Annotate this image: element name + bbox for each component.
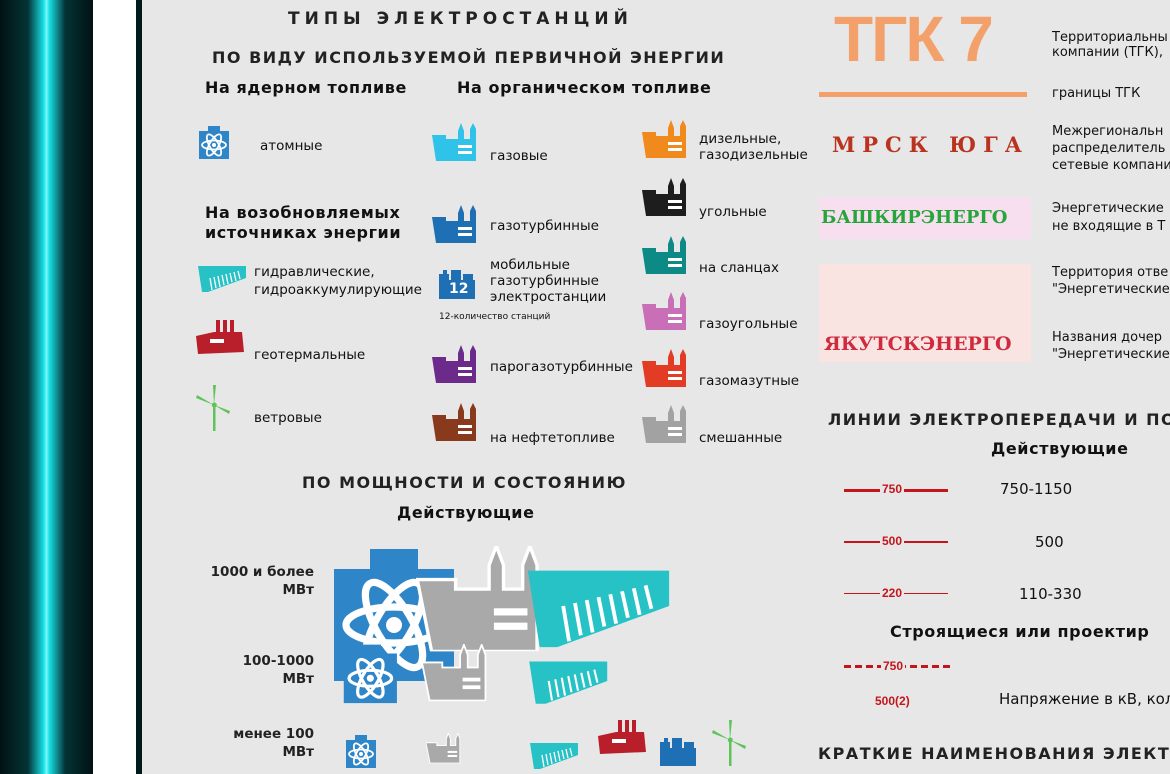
cyan-glow-strip bbox=[0, 0, 93, 774]
diesel-label-1: дизельные, bbox=[699, 131, 782, 147]
mobile-count: 12 bbox=[449, 281, 469, 297]
yak-desc-2: "Энергетические bbox=[1052, 347, 1170, 362]
line-220-range: 110-330 bbox=[1019, 585, 1082, 603]
yak-desc-1: Названия дочер bbox=[1052, 330, 1163, 345]
mobile-label-2: газотурбинные bbox=[490, 273, 599, 289]
mobile-note: 12-количество станций bbox=[439, 312, 551, 322]
coal-label: угольные bbox=[699, 204, 767, 220]
wind-label: ветровые bbox=[254, 410, 322, 426]
tgk-logo: ТГК 7 bbox=[834, 3, 994, 75]
gas-fuel-oil-label: газомазутные bbox=[699, 373, 800, 389]
legend-title: ТИПЫ ЭЛЕКТРОСТАНЦИЙ bbox=[288, 9, 633, 29]
bash-desc-1: Энергетические bbox=[1052, 201, 1164, 216]
nuclear-heading: На ядерном топливе bbox=[205, 78, 407, 97]
by-power-heading: ПО МОЩНОСТИ И СОСТОЯНИЮ bbox=[302, 473, 627, 492]
geothermal-label: геотермальные bbox=[254, 347, 366, 363]
gas-turbine-label: газотурбинные bbox=[490, 218, 599, 234]
territory-swatch bbox=[819, 264, 1031, 362]
mobile-label-1: мобильные bbox=[490, 257, 570, 273]
diesel-label-2: газодизельные bbox=[699, 147, 808, 163]
gas-label: газовые bbox=[490, 148, 548, 164]
tgk-desc-2: компании (ТГК), bbox=[1052, 45, 1163, 60]
line-500-2-label: 500(2) bbox=[875, 694, 910, 708]
shale-label: на сланцах bbox=[699, 260, 779, 276]
line-750-label: 750 bbox=[880, 482, 905, 496]
line-750-range: 750-1150 bbox=[1000, 480, 1073, 498]
hydro-label-2: гидроаккумулирующие bbox=[254, 282, 422, 298]
bash-desc-2: не входящие в Т bbox=[1052, 219, 1166, 234]
mrsk-desc-3: сетевые компани bbox=[1052, 158, 1170, 173]
lines-building-heading: Строящиеся или проектир bbox=[890, 622, 1150, 641]
power-mid-label: 100-1000 МВт bbox=[242, 653, 314, 687]
oil-label: на нефтетопливе bbox=[490, 430, 615, 446]
yak-logo: ЯКУТСКЭНЕРГО bbox=[824, 333, 1012, 355]
mrsk-logo: МРСК ЮГА bbox=[832, 132, 1029, 157]
gas-coal-label: газоугольные bbox=[699, 316, 798, 332]
short-names-heading: КРАТКИЕ НАИМЕНОВАНИЯ ЭЛЕКТ bbox=[818, 744, 1170, 763]
power-small-label: менее 100 МВт bbox=[233, 726, 314, 760]
line-500-label: 500 bbox=[880, 534, 905, 548]
atomic-label: атомные bbox=[260, 138, 323, 154]
mrsk-desc-1: Межрегиональн bbox=[1052, 124, 1164, 139]
line-220-label: 220 bbox=[880, 586, 905, 600]
renewable-heading-2: источниках энергии bbox=[205, 223, 402, 242]
bash-logo-box bbox=[819, 197, 1031, 239]
mobile-label-3: электростанции bbox=[490, 289, 607, 305]
mixed-label: смешанные bbox=[699, 430, 783, 446]
bash-logo: БАШКИРЭНЕРГО bbox=[821, 207, 1008, 228]
power-big-label: 1000 и более МВт bbox=[210, 564, 314, 598]
voltage-note: Напряжение в кВ, кол bbox=[999, 690, 1170, 708]
legend-panel: ТИПЫ ЭЛЕКТРОСТАНЦИЙ ПО ВИДУ ИСПОЛЬЗУЕМОЙ… bbox=[142, 0, 1170, 774]
tgk-desc-1: Территориальны bbox=[1052, 30, 1168, 45]
dark-border bbox=[136, 0, 142, 774]
mrsk-desc-2: распределитель bbox=[1052, 141, 1166, 156]
operating-heading: Действующие bbox=[397, 503, 535, 522]
by-energy-heading: ПО ВИДУ ИСПОЛЬЗУЕМОЙ ПЕРВИЧНОЙ ЭНЕРГИИ bbox=[212, 48, 726, 67]
white-margin bbox=[93, 0, 136, 774]
renewable-heading-1: На возобновляемых bbox=[205, 203, 401, 222]
lines-heading: ЛИНИИ ЭЛЕКТРОПЕРЕДАЧИ И ПО bbox=[828, 410, 1170, 429]
line-500-range: 500 bbox=[1035, 533, 1064, 551]
lines-operating-heading: Действующие bbox=[991, 439, 1129, 458]
organic-heading: На органическом топливе bbox=[457, 78, 712, 97]
tgk-border-desc: границы ТГК bbox=[1052, 86, 1141, 101]
combined-cycle-label: парогазотурбинные bbox=[490, 359, 633, 375]
territory-desc-1: Территория отве bbox=[1052, 265, 1169, 280]
territory-desc-2: "Энергетические bbox=[1052, 282, 1170, 297]
hydro-label-1: гидравлические, bbox=[254, 264, 375, 280]
tgk-border-line bbox=[819, 92, 1027, 97]
line-750-dashed-label: 750 bbox=[881, 659, 906, 673]
